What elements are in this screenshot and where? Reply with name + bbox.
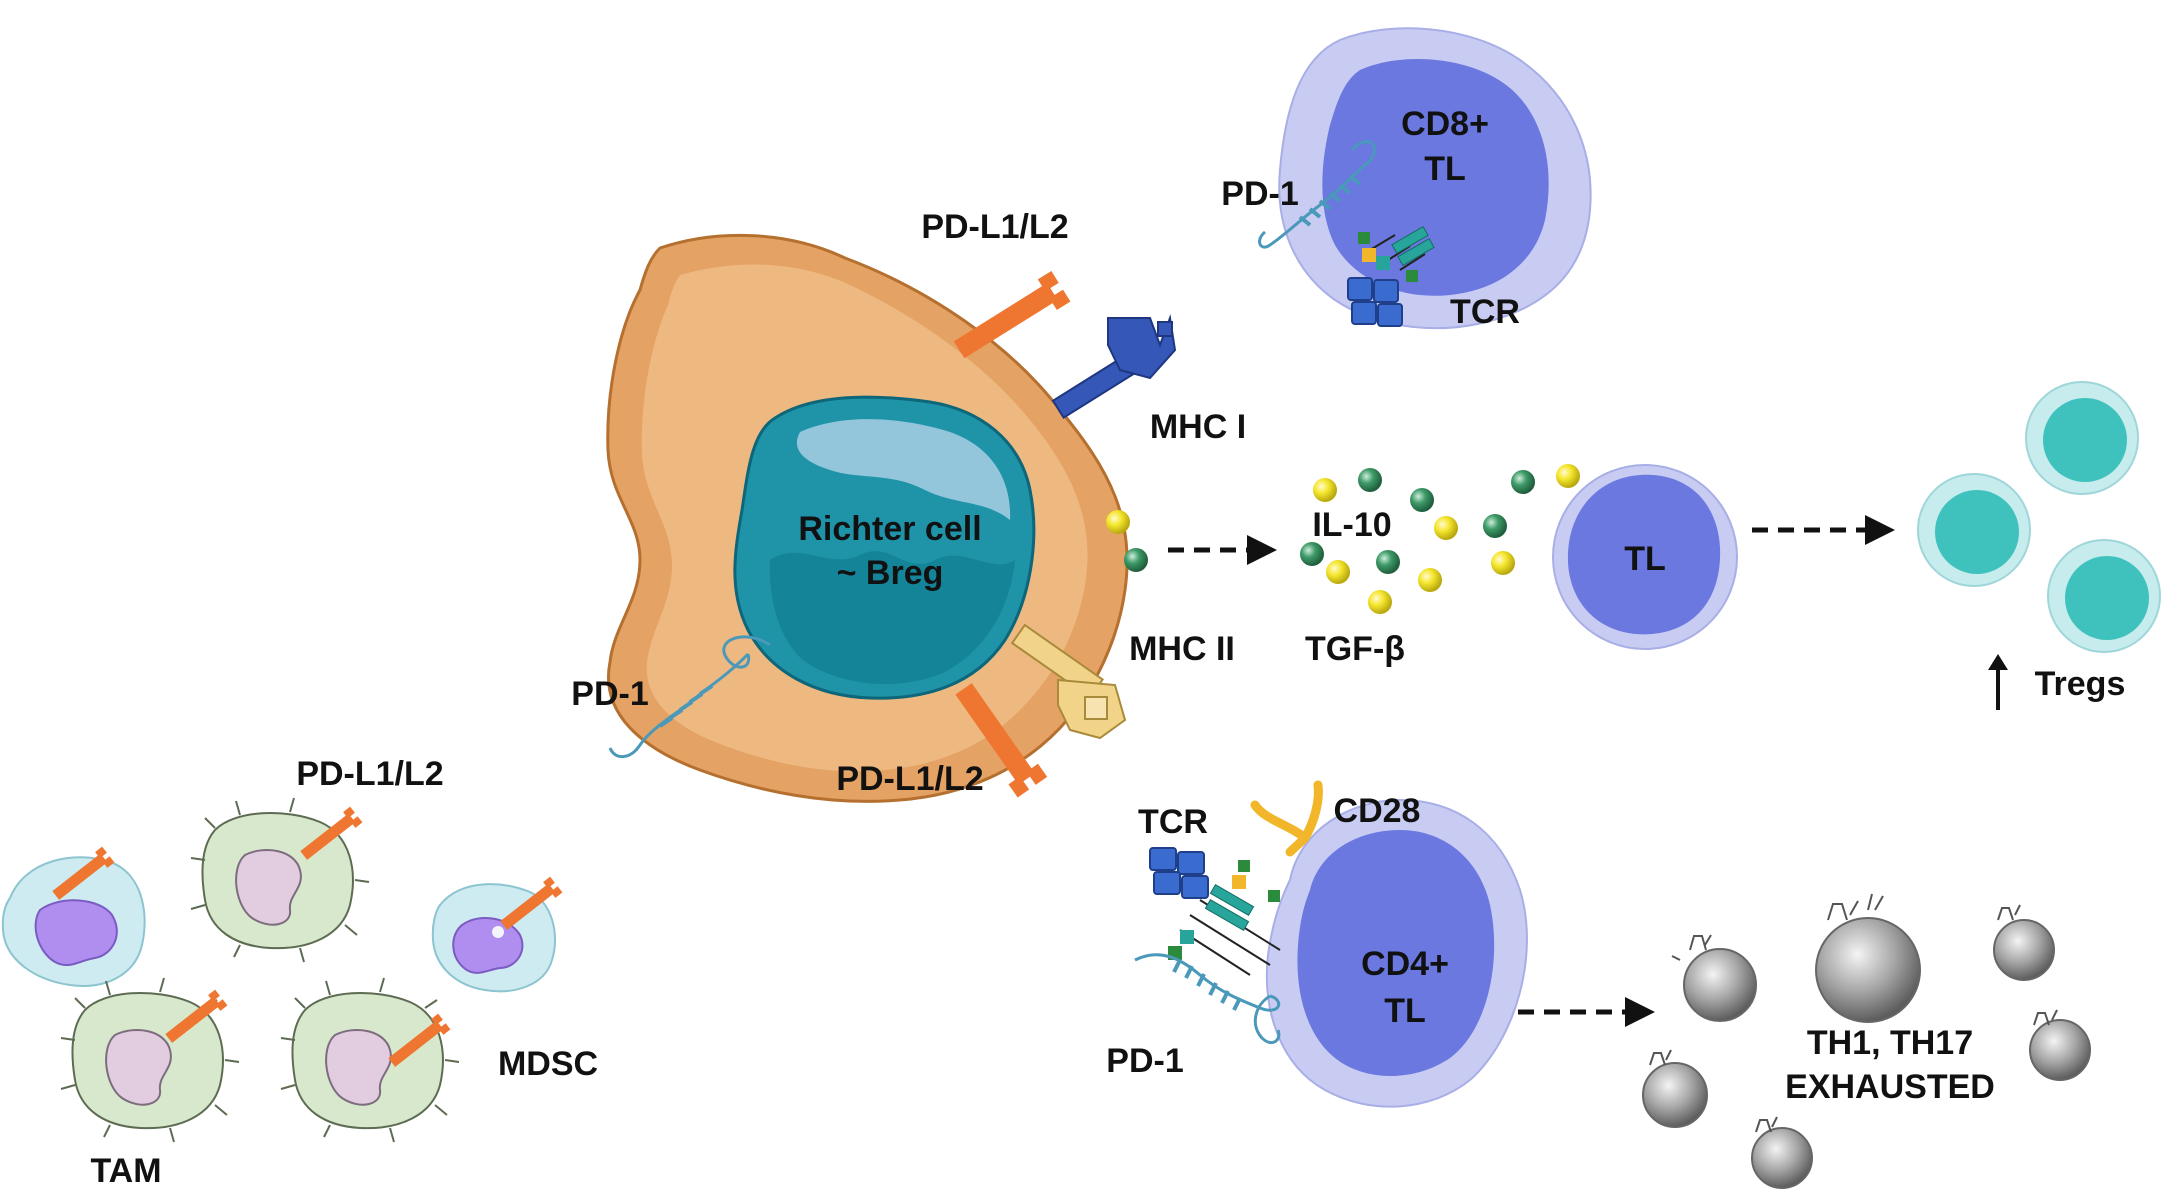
tgfb-bead — [1368, 590, 1392, 614]
tcr-cd4-label: TCR — [1138, 803, 1208, 841]
richter-nucleus-swirl — [769, 551, 1015, 685]
tam-cell — [280, 977, 460, 1143]
mdsc-cell — [1, 846, 146, 987]
pdl-top-icon — [949, 270, 1071, 366]
tam-label: TAM — [90, 1152, 161, 1190]
treg-cell — [2025, 381, 2139, 495]
cd28-label: CD28 — [1334, 792, 1421, 830]
exhausted-t-cell — [1751, 1116, 1813, 1189]
il10-bead — [1358, 468, 1382, 492]
tregs-label: Tregs — [2035, 665, 2126, 703]
il10-bead — [1376, 550, 1400, 574]
cd4-t-cell: CD4+ TL — [1265, 798, 1528, 1108]
treg-cells — [1917, 381, 2161, 653]
cd8-t-cell: CD8+ TL — [1278, 27, 1592, 330]
exhausted-label-line2: EXHAUSTED — [1785, 1068, 1995, 1106]
exhausted-t-cell — [1671, 934, 1757, 1022]
tl-label: TL — [1624, 540, 1666, 578]
tgfb-bead — [1326, 560, 1350, 584]
mdsc-label: MDSC — [498, 1045, 598, 1083]
cd4-t-cell-core — [1297, 830, 1495, 1076]
cd28-icon — [1250, 780, 1323, 857]
cd4-label-line2: TL — [1384, 992, 1426, 1030]
exhausted-t-cell — [2029, 1009, 2091, 1081]
il10-label: IL-10 — [1312, 506, 1391, 544]
treg-cell — [2047, 539, 2161, 653]
up-arrow-icon — [1988, 654, 2008, 710]
mhc1-icon — [1051, 314, 1177, 420]
tl-cell: TL — [1552, 464, 1738, 650]
pd1-richter-label: PD-1 — [571, 675, 648, 713]
tgfb-bead — [1418, 568, 1442, 592]
richter-cell-label-line2: ~ Breg — [837, 554, 944, 592]
il10-bead — [1511, 470, 1535, 494]
exhausted-t-cell — [1642, 1049, 1708, 1128]
il10-bead-group — [1124, 468, 1535, 574]
pd1-cd4-icon — [1134, 953, 1281, 1044]
cd8-label-line1: CD8+ — [1401, 105, 1489, 143]
pd1-cd8-icon — [1258, 140, 1376, 249]
tcr-cd8-label: TCR — [1450, 293, 1520, 331]
mhc2-label: MHC II — [1129, 630, 1235, 668]
exhausted-t-cell — [1815, 893, 1921, 1023]
treg-cell — [1917, 473, 2031, 587]
mhc2-icon — [1010, 623, 1127, 740]
myeloid-cells: PD-L1/L2 MDSC T — [1, 755, 598, 1190]
il10-bead — [1410, 488, 1434, 512]
cd4-label-line1: CD4+ — [1361, 945, 1449, 983]
tgfb-label: TGF-β — [1305, 630, 1405, 668]
richter-cell: Richter cell ~ Breg — [606, 233, 1129, 803]
pdl-bottom-label: PD-L1/L2 — [836, 760, 983, 798]
tgfb-bead — [1106, 510, 1130, 534]
tgfb-bead — [1313, 478, 1337, 502]
mdsc-cell — [431, 876, 563, 993]
tgfb-bead — [1491, 551, 1515, 575]
tgfb-bead — [1434, 516, 1458, 540]
pd1-richter-icon — [608, 635, 771, 759]
tl-cell-core — [1567, 474, 1721, 635]
exhausted-t-cells — [1642, 893, 2091, 1189]
richter-nucleus-light — [796, 419, 1011, 520]
cd8-label-line2: TL — [1424, 150, 1466, 188]
exhausted-label-line1: TH1, TH17 — [1807, 1024, 1973, 1062]
il10-bead — [1124, 548, 1148, 572]
tam-cell — [60, 977, 240, 1143]
tcr-cd8-icon — [1347, 225, 1435, 327]
richter-cell-label-line1: Richter cell — [798, 510, 981, 548]
tgfb-bead — [1556, 464, 1580, 488]
tcr-cd4-icon — [1149, 847, 1281, 976]
exhausted-t-cell — [1993, 904, 2055, 981]
pdl-top-label: PD-L1/L2 — [921, 208, 1068, 246]
cd8-t-cell-core — [1322, 59, 1549, 296]
mhc1-label: MHC I — [1150, 408, 1246, 446]
pd1-cd4-label: PD-1 — [1106, 1042, 1183, 1080]
tam-cell — [190, 797, 370, 963]
il10-bead — [1300, 542, 1324, 566]
pdl-left-label: PD-L1/L2 — [296, 755, 443, 793]
il10-bead — [1483, 514, 1507, 538]
tgfb-bead-group — [1106, 464, 1580, 614]
pd1-cd8-label: PD-1 — [1221, 175, 1298, 213]
